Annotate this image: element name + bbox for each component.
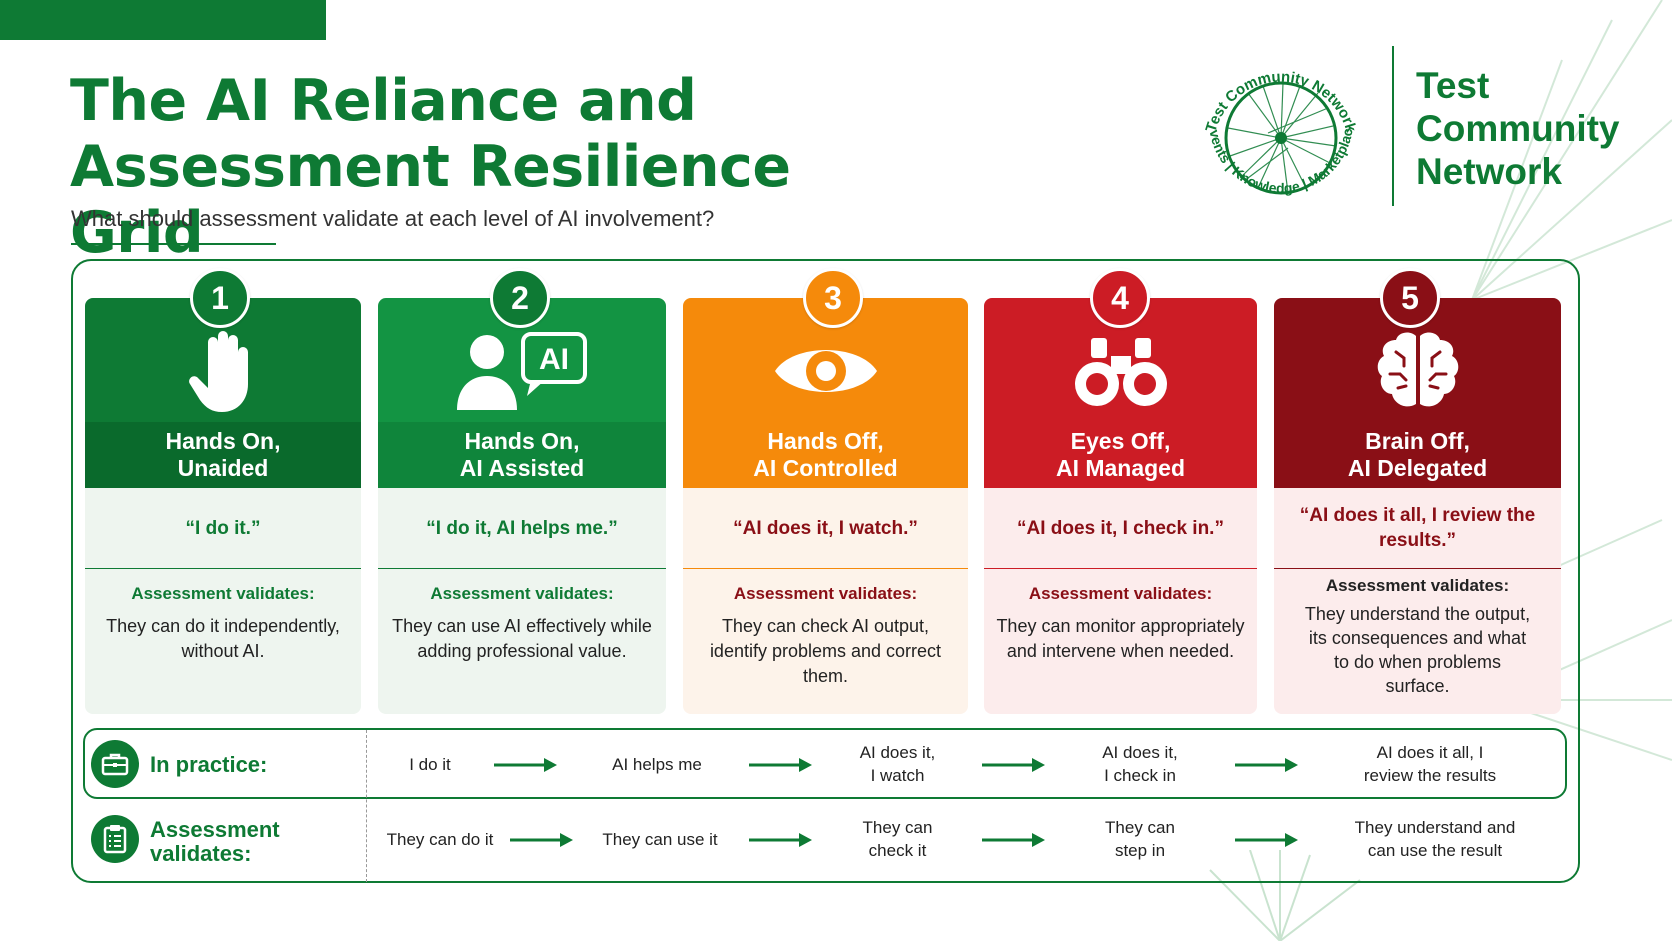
validates-cell-3: They can check it [862,818,933,860]
level-2-rule [378,568,666,569]
level-1-rule [85,568,361,569]
level-1-quote: “I do it.” [185,517,261,539]
level-5-validates-heading: Assessment validates: [1325,576,1510,595]
level-2-validates-text: They can use AI effectively while adding… [392,616,652,661]
arrow-right-icon [982,833,1045,847]
assessment-validates-title: Assessment validates: [150,817,280,866]
level-1-validates-text: They can do it independently, without AI… [106,616,340,661]
practice-cell-3: AI does it, I watch [859,743,936,785]
arrow-right-icon [494,758,557,772]
logo-divider [1392,46,1394,206]
level-card-3: Hands Off, AI Controlled “AI does it, I … [683,298,968,714]
level-2-label: Hands On, AI Assisted [378,422,666,488]
practice-cell-1: I do it [409,755,451,774]
level-3-quote: “AI does it, I watch.” [733,517,918,539]
level-2-badge: 2 [490,268,550,328]
logo-wordmark: Test Community Network [1416,65,1620,192]
arrow-right-icon [510,833,573,847]
in-practice-row [83,728,1567,799]
level-4-badge: 4 [1090,268,1150,328]
level-3-badge: 3 [803,268,863,328]
validates-cell-4: They can step in [1105,818,1175,860]
svg-text:AI: AI [539,343,569,376]
level-1-body: “I do it.” Assessment validates: They ca… [85,488,361,714]
brain-icon [1358,326,1478,416]
practice-cell-4: AI does it, I check in [1102,743,1178,785]
hand-icon [163,326,283,416]
level-card-1: Hands On, Unaided “I do it.” Assessment … [85,298,361,714]
validates-cell-1: They can do it [386,830,494,849]
arrow-right-icon [1235,758,1298,772]
in-practice-title: In practice: [150,752,268,777]
level-3-header [683,298,968,422]
clipboard-checklist-icon [91,815,139,863]
level-5-body: “AI does it all, I review the results.” … [1274,488,1561,714]
arrow-right-icon [749,758,812,772]
grid-frame [71,259,1580,883]
community-network-logo: Test Community Network Events | Knowledg… [1183,25,1373,223]
person-ai-chat-icon: AI [452,326,592,416]
binoculars-icon [1061,326,1181,416]
network-globe-icon: Test Community Network Events | Knowledg… [1183,25,1359,196]
level-5-label: Brain Off, AI Delegated [1274,422,1561,488]
level-4-validates-text: They can monitor appropriately and inter… [996,616,1245,661]
level-1-validates-heading: Assessment validates: [131,584,315,603]
level-5-rule [1274,568,1561,569]
level-3-label: Hands Off, AI Controlled [683,422,968,488]
row-divider [366,730,367,882]
arrow-right-icon [1235,833,1298,847]
validates-cell-5: They understand and can use the result [1354,818,1516,860]
level-4-quote: “AI does it, I check in.” [1017,517,1224,539]
level-4-body: “AI does it, I check in.” Assessment val… [984,488,1257,714]
level-1-badge: 1 [190,268,250,328]
level-3-validates-heading: Assessment validates: [733,584,918,603]
level-2-quote: “I do it, AI helps me.” [426,517,618,539]
level-2-validates-heading: Assessment validates: [430,584,614,603]
level-3-rule [683,568,968,569]
level-card-5: Brain Off, AI Delegated “AI does it all,… [1274,298,1561,714]
top-accent-bar [0,0,326,40]
level-3-body: “AI does it, I watch.” Assessment valida… [683,488,968,714]
level-4-rule [984,568,1257,569]
level-5-quote: “AI does it all, I review the results.” [1299,505,1536,551]
arrow-right-icon [749,833,812,847]
level-2-body: “I do it, AI helps me.” Assessment valid… [378,488,666,714]
page-subtitle: What should assessment validate at each … [71,206,715,231]
practice-cell-2: AI helps me [612,755,702,774]
level-4-validates-heading: Assessment validates: [1028,584,1213,603]
level-5-badge: 5 [1380,268,1440,328]
page-title: The AI Reliance and Assessment Resilienc… [70,68,791,266]
practice-cell-5: AI does it all, I review the results [1363,743,1497,785]
level-card-2: AI Hands On, AI Assisted “I do it, AI he… [378,298,666,714]
level-card-4: Eyes Off, AI Managed “AI does it, I chec… [984,298,1257,714]
level-5-validates-text: They understand the output, its conseque… [1304,604,1531,696]
briefcase-icon [91,740,139,788]
validates-cell-2: They can use it [602,830,718,849]
subtitle-underline [71,243,276,245]
level-3-validates-text: They can check AI output, identify probl… [709,616,942,686]
eye-icon [766,326,886,416]
level-4-label: Eyes Off, AI Managed [984,422,1257,488]
level-1-label: Hands On, Unaided [85,422,361,488]
arrow-right-icon [982,758,1045,772]
